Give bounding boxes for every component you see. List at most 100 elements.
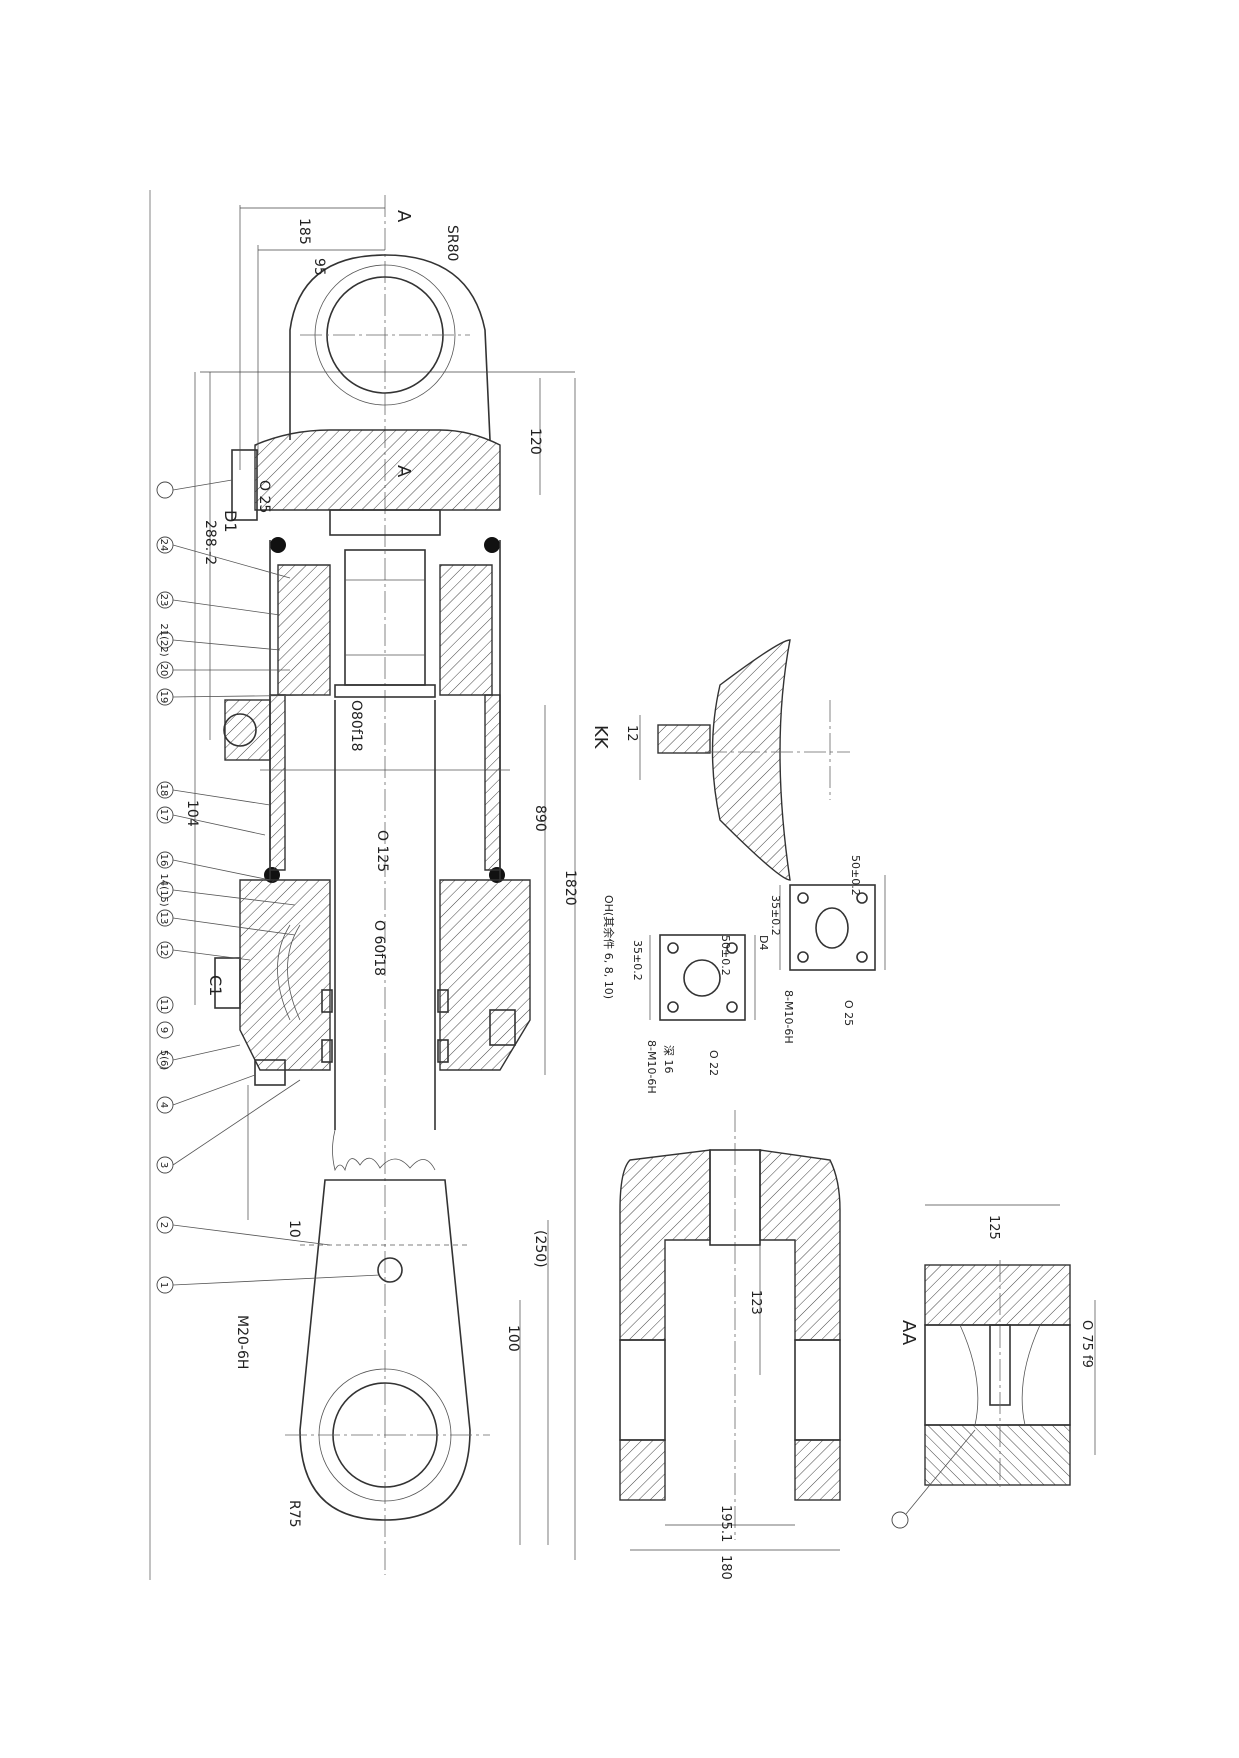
section-kk-label: KK — [590, 725, 611, 750]
tube-wall-left — [269, 694, 286, 871]
callout-column: 24 23 21(22) 20 19 18 17 16 14(15) 13 12… — [156, 479, 381, 1294]
callout-14-15: 17 — [156, 806, 266, 836]
grease-nipple — [377, 1257, 403, 1283]
port-block-c1 — [214, 957, 241, 1009]
gland-left — [239, 879, 331, 1071]
port-d4-label: D4 — [757, 935, 770, 950]
flange-1-dim-50: 50±0.2 — [719, 935, 732, 976]
flange-2-dim-35: 35±0.2 — [769, 895, 782, 936]
callout-3: 3 — [156, 1079, 301, 1174]
svg-text:20: 20 — [158, 664, 169, 677]
svg-text:4: 4 — [158, 1102, 169, 1108]
port-flange-details: OH(其余件 6, 8, 10) 35±0.2 50±0.2 8-M10-6H … — [602, 855, 886, 1094]
port-block-d1 — [231, 449, 258, 521]
gland-right — [439, 879, 531, 1071]
dim-288: 288.-2 — [202, 520, 218, 565]
dim-250: (250) — [532, 1230, 548, 1268]
svg-text:16: 16 — [158, 854, 169, 867]
oil-port-note: OH(其余件 6, 8, 10) — [602, 895, 616, 999]
kk-curved-plate — [711, 639, 791, 881]
flange-1-depth: 深 16 — [662, 1045, 675, 1074]
port-c1-label: C1 — [206, 975, 225, 996]
svg-text:17: 17 — [158, 809, 169, 822]
dim-100: 100 — [505, 1325, 521, 1352]
callout-19: 21(22) — [156, 623, 281, 657]
callout-4: 4 — [156, 1074, 256, 1114]
weld-bead-top-left — [270, 537, 286, 553]
clevis-lug-right — [794, 1439, 841, 1501]
port-d1-label: D1 — [221, 510, 240, 533]
head-block — [254, 429, 501, 511]
flange-2-bore: O 25 — [842, 1000, 855, 1026]
callout-17: 19 — [156, 688, 331, 706]
clevis-bolt-hole — [709, 1149, 761, 1246]
callout-7-8: 9 — [156, 1021, 174, 1039]
svg-text:21(22): 21(22) — [158, 623, 169, 656]
piston-left — [277, 564, 331, 696]
callout-1: 1 — [156, 1274, 381, 1294]
callout-5-6: 5(6) — [156, 1044, 241, 1071]
dim-m20: M20-6H — [234, 1315, 250, 1369]
callout-2: 2 — [156, 1216, 331, 1246]
svg-text:18: 18 — [158, 784, 169, 797]
weld-bead-mid-right — [489, 867, 505, 883]
svg-text:11: 11 — [158, 999, 169, 1012]
dim-1820: 1820 — [562, 870, 578, 906]
piston-right — [439, 564, 493, 696]
svg-text:14(15): 14(15) — [158, 873, 169, 906]
weld-bead-top-right — [484, 537, 500, 553]
mounting-lug — [224, 699, 271, 761]
callout-24 — [891, 1429, 976, 1529]
section-aa-view: AA 125 O 75 f9 — [891, 1204, 1096, 1529]
section-mark-a-bottom: A — [393, 465, 414, 478]
head-port-bore — [329, 509, 441, 536]
svg-text:13: 13 — [158, 912, 169, 925]
weld-bead-mid-left — [264, 867, 280, 883]
aa-bushing-bottom — [924, 1424, 1071, 1486]
main-dimensions — [194, 205, 576, 1560]
callout-10: 12 — [156, 941, 251, 961]
svg-text:1: 1 — [158, 1282, 169, 1288]
section-aa-label: AA — [898, 1320, 919, 1346]
section-mark-a-top: A — [393, 210, 414, 223]
svg-text:2: 2 — [158, 1222, 169, 1228]
callout-18: 20 — [156, 661, 290, 679]
flange-2-threads: 8-M10-6H — [782, 990, 795, 1044]
flange-2-dim-50: 50±0.2 — [849, 855, 862, 896]
flange-1-bore: O 22 — [707, 1050, 720, 1076]
dim-60f8: O 60f18 — [371, 920, 387, 976]
callout-11: 13 — [156, 909, 296, 936]
clevis-lug-left — [619, 1439, 666, 1501]
callout-9: 11 — [156, 996, 174, 1014]
callout-21: 24 — [156, 536, 291, 579]
dim-sr80: SR80 — [444, 225, 460, 261]
dim-25: O 25 — [256, 480, 272, 513]
flange-2-outline — [789, 884, 876, 971]
svg-text:23: 23 — [158, 594, 169, 607]
flange-1-outline — [659, 934, 746, 1021]
clevis-dim-123: 123 — [748, 1290, 763, 1315]
dim-120: 120 — [527, 428, 543, 455]
dim-12: 12 — [624, 725, 639, 742]
dim-10: 10 — [286, 1220, 302, 1238]
flange-1-threads: 8-M10-6H — [645, 1040, 658, 1094]
svg-text:3: 3 — [158, 1162, 169, 1168]
clevis-body-left — [619, 1149, 711, 1341]
aa-bushing-top — [924, 1264, 1071, 1326]
dim-104: 104 — [184, 800, 200, 827]
dim-r75: R75 — [286, 1500, 302, 1528]
svg-text:24: 24 — [158, 539, 169, 552]
callout-16: 18 — [156, 781, 271, 806]
tube-wall-right — [484, 694, 501, 871]
dim-890: 890 — [532, 805, 548, 832]
dim-185: 185 — [296, 218, 312, 245]
clevis-dim-1951: 195.1 — [718, 1505, 733, 1542]
main-cylinder-section — [214, 195, 531, 1575]
svg-text:5(6): 5(6) — [158, 1050, 169, 1071]
kk-lug — [657, 724, 711, 754]
dim-80f8: O80f18 — [348, 700, 364, 752]
rod-eye-outline — [299, 1179, 471, 1521]
callout-13: 16 — [156, 851, 271, 881]
callout-12: 14(15) — [156, 873, 296, 907]
